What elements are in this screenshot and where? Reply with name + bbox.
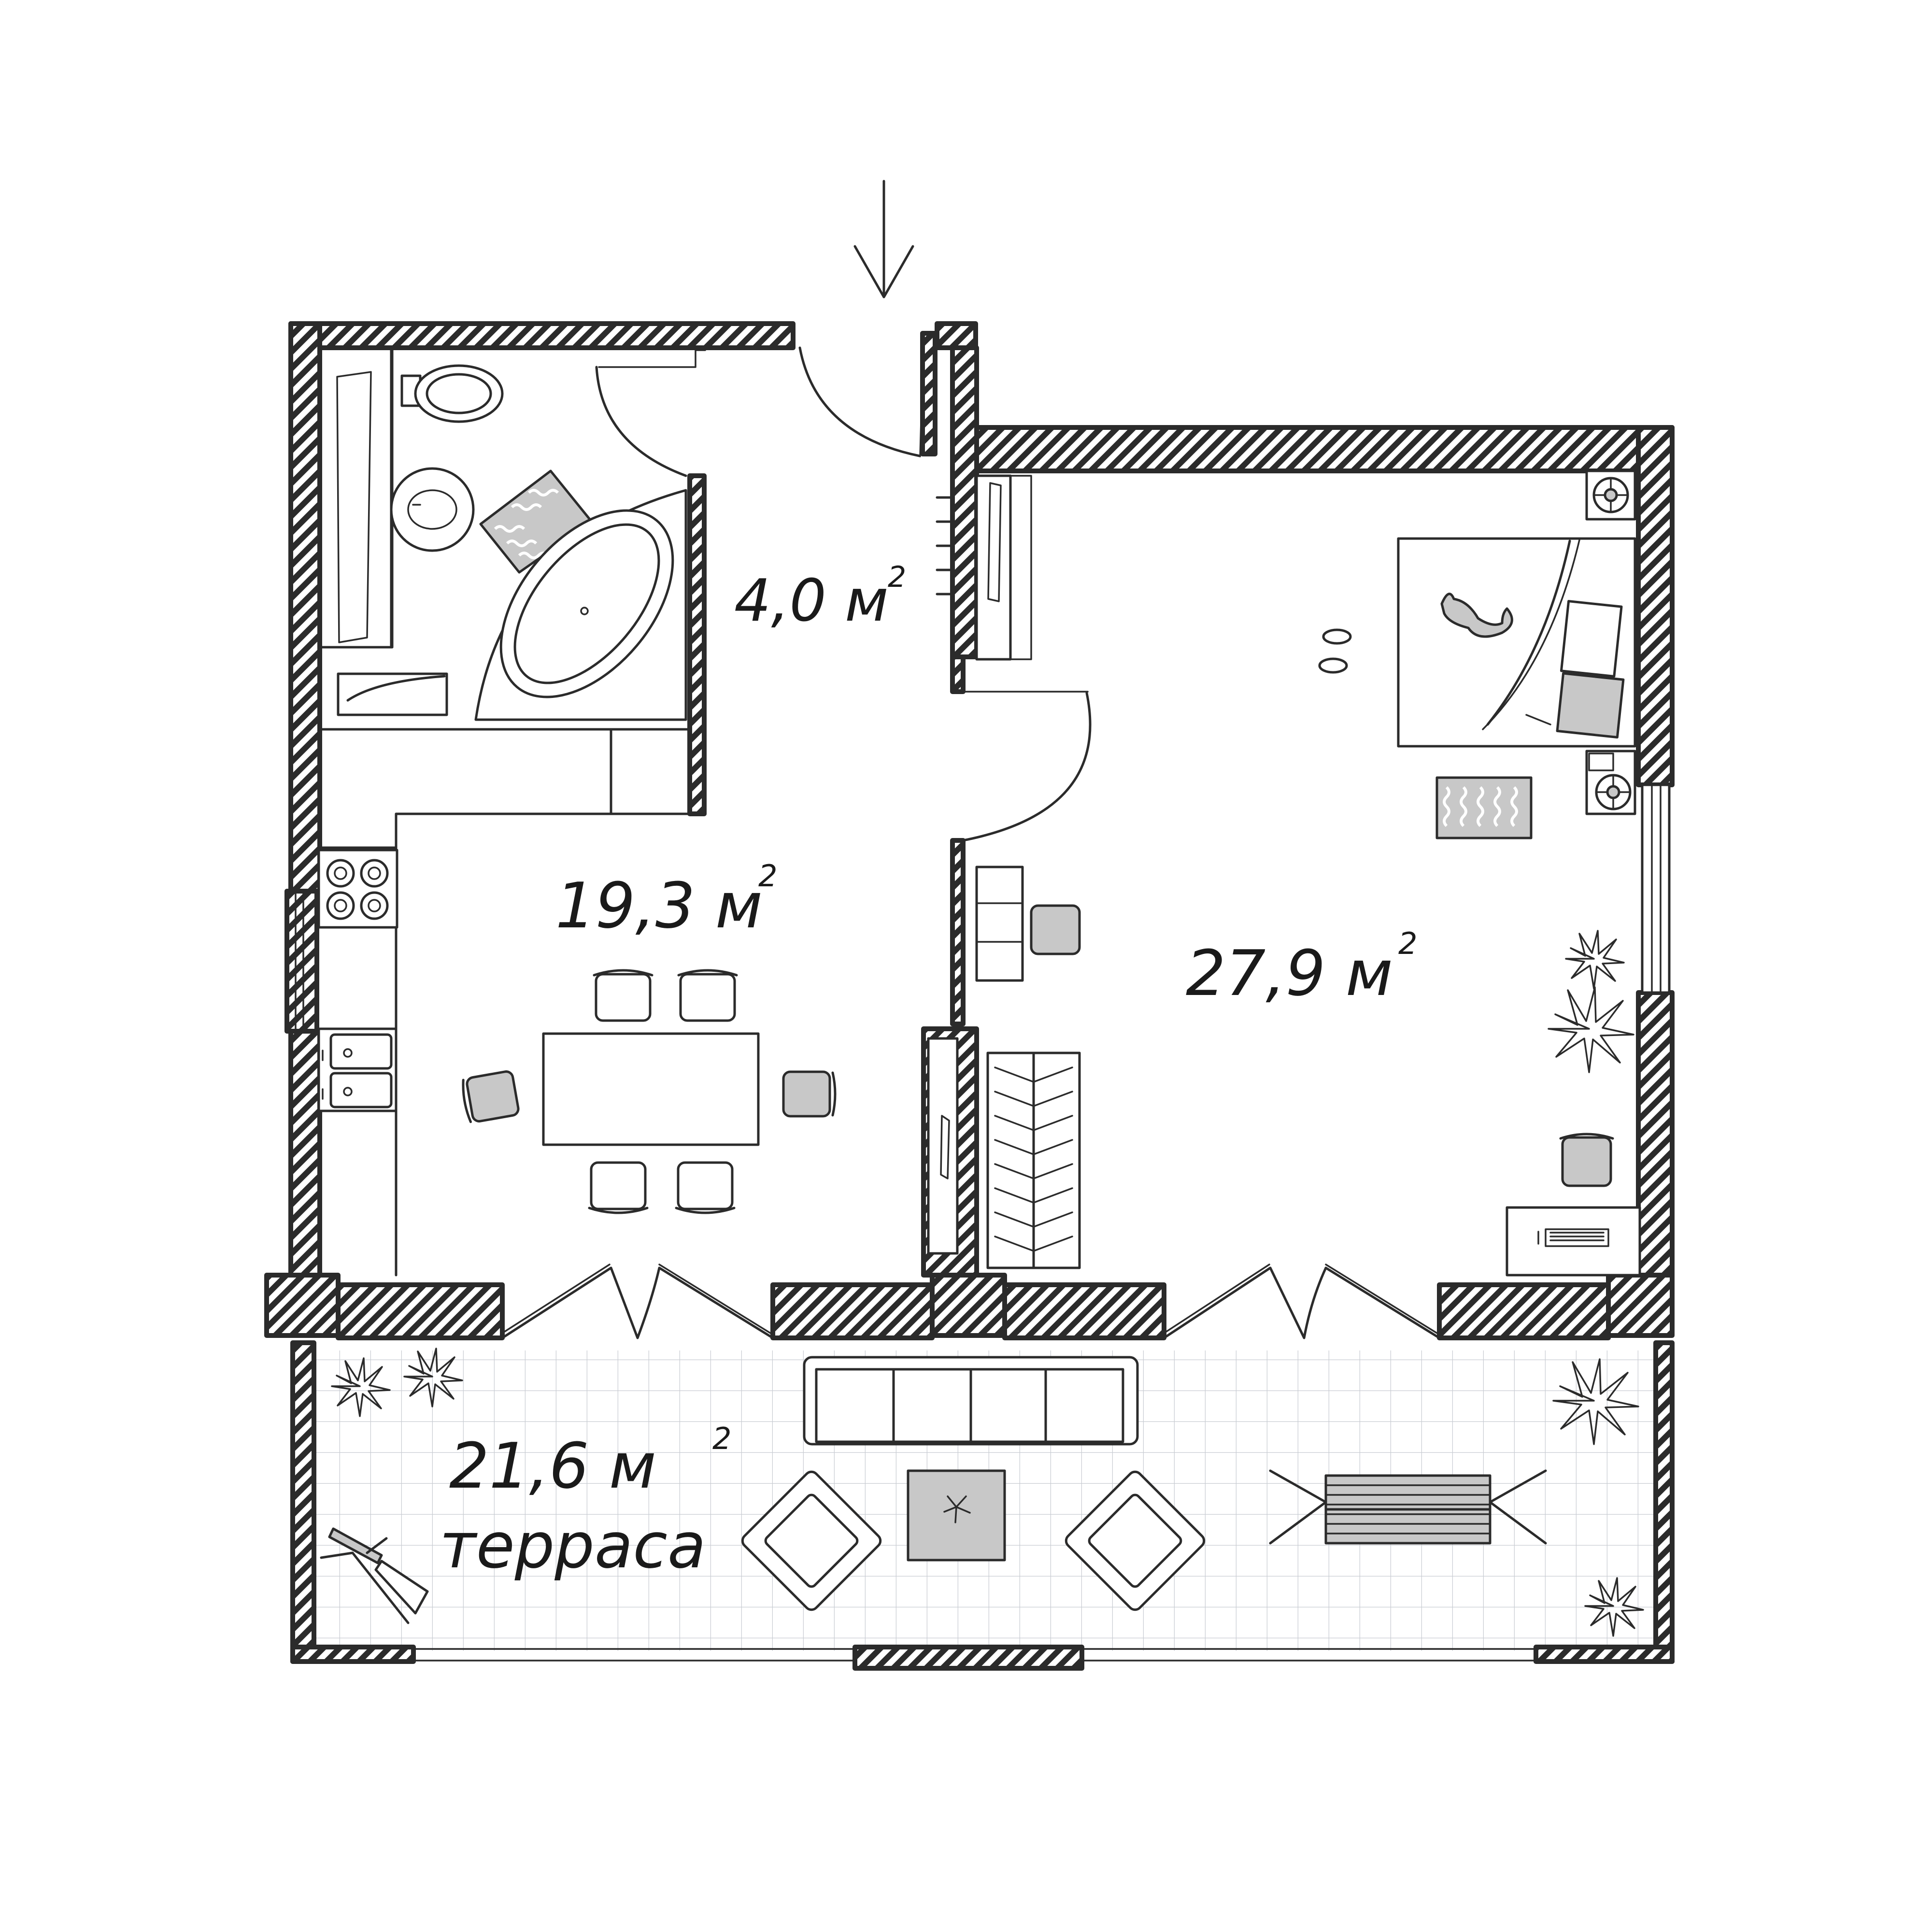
- kitchen-area: 19,3 м: [555, 869, 763, 942]
- bathroom: [318, 346, 706, 1277]
- terrace: [320, 1348, 1644, 1637]
- bedroom-door[interactable]: [962, 691, 1092, 842]
- kitchen-area-unit-power: 2: [758, 858, 777, 894]
- dining-chair: [679, 970, 737, 1021]
- bathroom-area-label: 4,0 м 2: [734, 560, 906, 635]
- dining-chair: [676, 1163, 734, 1213]
- wardrobe: [975, 474, 1032, 661]
- terrace-name: терраса: [440, 1509, 706, 1582]
- telescope: [320, 1527, 429, 1624]
- kitchen-terrace-door[interactable]: [501, 1264, 774, 1339]
- bedroom-area: 27,9 м: [1186, 937, 1393, 1010]
- bedroom-area-unit-power: 2: [1398, 926, 1417, 961]
- bathtub: [474, 489, 687, 721]
- bedroom-area-label: 27,9 м 2: [1186, 926, 1417, 1010]
- bedside-table: [1585, 469, 1636, 521]
- sun-lounger: [1269, 1469, 1547, 1545]
- bedroom-terrace-door[interactable]: [1163, 1264, 1441, 1339]
- slippers: [1318, 628, 1352, 674]
- terrace-area-unit-power: 2: [712, 1421, 731, 1456]
- bedside-table: [1585, 750, 1636, 815]
- kitchen: [317, 846, 835, 1213]
- terrace-area: 21,6 м: [449, 1429, 656, 1503]
- coffee-table: [907, 1469, 1006, 1562]
- desk: [975, 866, 1081, 982]
- entrance-door[interactable]: [798, 332, 924, 457]
- sink: [390, 467, 475, 552]
- kitchen-area-label: 19,3 м 2: [555, 858, 777, 942]
- hanger-wardrobe: [927, 1037, 1081, 1269]
- dining-chair: [783, 1072, 835, 1116]
- terrace-railing: [412, 1648, 1537, 1662]
- toilet: [400, 364, 504, 423]
- bathroom-area: 4,0 м: [734, 568, 889, 635]
- dining-chair: [589, 1163, 647, 1213]
- coat-hooks: [936, 496, 954, 596]
- bedroom: [927, 469, 1641, 1277]
- bedroom-window: [1641, 783, 1671, 994]
- bedroom-rug: [1435, 776, 1533, 839]
- kitchen-window: [295, 893, 304, 1032]
- armchair: [741, 1470, 882, 1611]
- arrow-down-icon: [853, 180, 914, 298]
- sofa: [803, 1356, 1139, 1446]
- dining-chair: [461, 1070, 519, 1123]
- dining-chair: [594, 970, 652, 1021]
- work-desk: [1506, 1133, 1641, 1277]
- stove: [317, 849, 398, 929]
- terrace-area-label: 21,6 м 2 терраса: [440, 1421, 731, 1582]
- plant: [1565, 930, 1625, 990]
- bathroom-area-unit-power: 2: [888, 560, 906, 594]
- armchair: [1065, 1470, 1206, 1611]
- kitchen-sink: [317, 1027, 398, 1112]
- bed: [1397, 537, 1636, 748]
- plant: [1548, 986, 1634, 1073]
- dining-table: [542, 1032, 760, 1146]
